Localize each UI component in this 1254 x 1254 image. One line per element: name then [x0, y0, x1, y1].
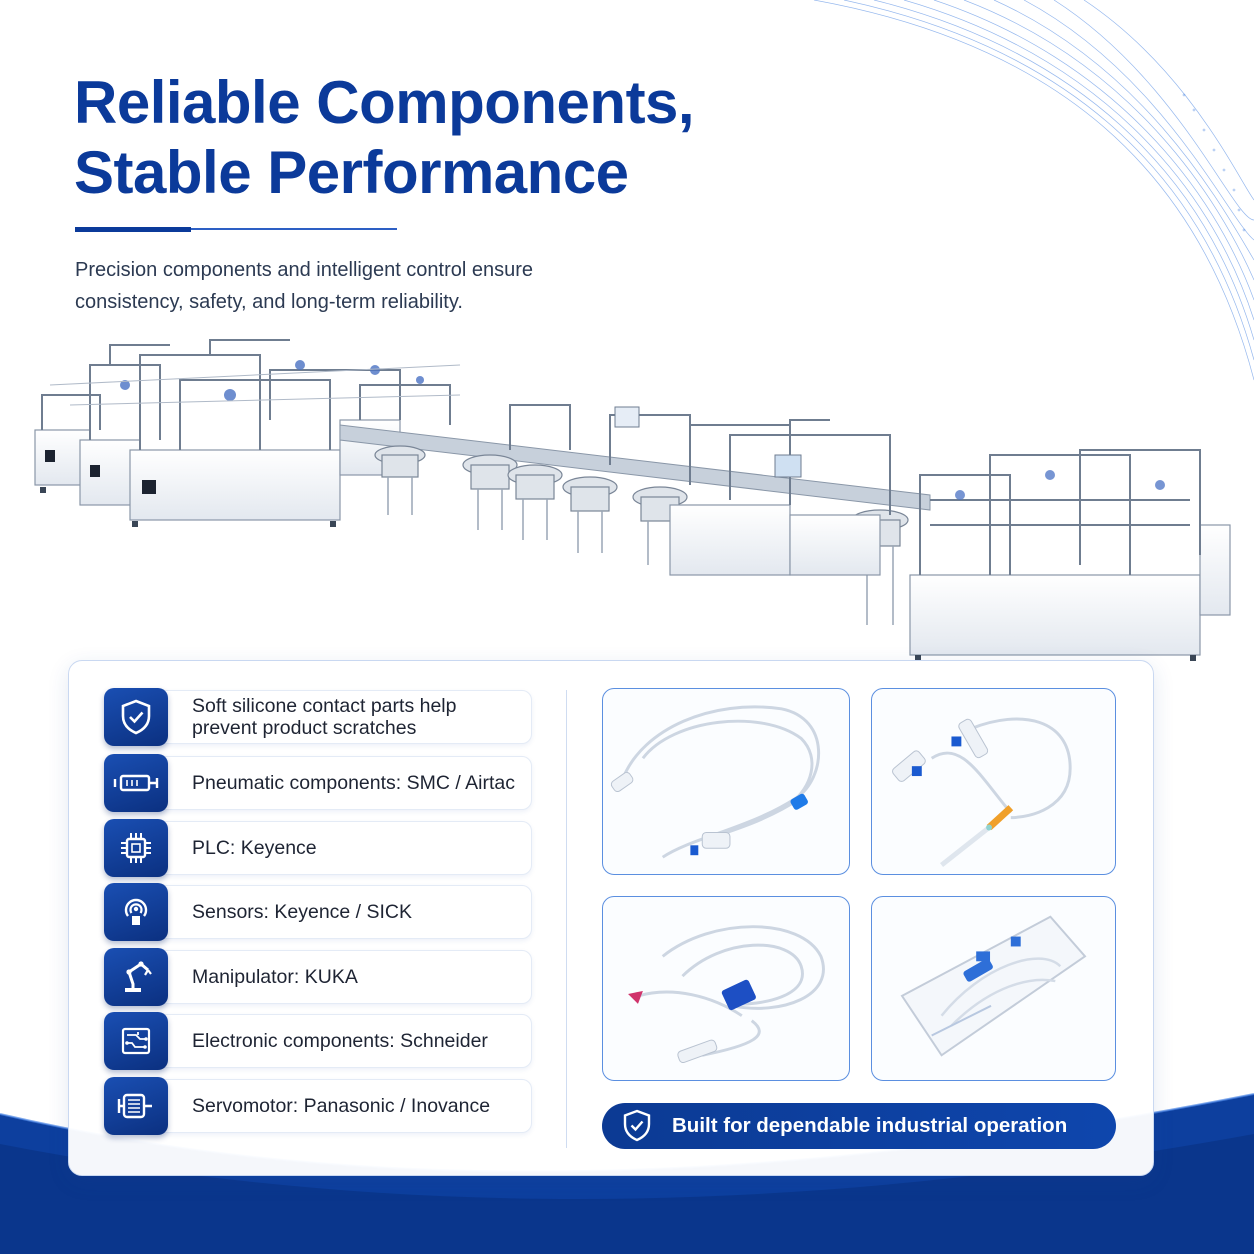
shield-check-icon	[104, 688, 168, 746]
title-underline	[75, 228, 397, 230]
feature-item-pneumatic: Pneumatic components: SMC / Airtac	[104, 754, 532, 812]
feature-label-line-1: Soft silicone contact parts help	[192, 695, 457, 717]
feature-label: Pneumatic components: SMC / Airtac	[192, 772, 515, 794]
feature-label: Sensors: Keyence / SICK	[192, 901, 413, 923]
packaged-infusion-set-image	[871, 896, 1116, 1081]
banner-label: Built for dependable industrial operatio…	[672, 1114, 1068, 1137]
robot-arm-icon	[104, 948, 168, 1006]
pneumatic-cylinder-icon	[104, 754, 168, 812]
feature-label: PLC: Keyence	[192, 837, 317, 859]
card-divider	[566, 690, 567, 1148]
feature-label: Servomotor: Panasonic / Inovance	[192, 1095, 491, 1117]
subtitle-line-2: consistency, safety, and long-term relia…	[75, 291, 463, 313]
feature-item-manipulator: Manipulator: KUKA	[104, 948, 532, 1006]
feature-pill	[144, 1014, 532, 1068]
feature-pill	[144, 885, 532, 939]
infusion-set-image	[602, 688, 850, 875]
chip-icon	[104, 819, 168, 877]
reliability-banner: Built for dependable industrial operatio…	[602, 1103, 1116, 1149]
feature-item-plc: PLC: Keyence	[104, 819, 532, 877]
feature-label: Manipulator: KUKA	[192, 966, 358, 988]
infusion-set-clamp-image	[602, 896, 850, 1081]
feature-pill	[144, 756, 532, 810]
decorative-wave-lines	[813, 0, 1254, 381]
feature-pill	[144, 821, 532, 875]
infusion-set-orange-image	[871, 688, 1116, 875]
sensor-icon	[104, 883, 168, 941]
page-subtitle: Precision components and intelligent con…	[75, 254, 635, 318]
feature-item-servomotor: Servomotor: Panasonic / Inovance	[104, 1077, 532, 1135]
title-underline-accent	[75, 227, 191, 232]
subtitle-line-1: Precision components and intelligent con…	[75, 259, 534, 281]
feature-pill	[144, 950, 532, 1004]
feature-item-electronic: Electronic components: Schneider	[104, 1012, 532, 1070]
feature-item-sensors: Sensors: Keyence / SICK	[104, 883, 532, 941]
servo-motor-icon	[104, 1077, 168, 1135]
page-title: Reliable Components, Stable Performance	[74, 68, 834, 208]
feature-pill	[144, 1079, 532, 1133]
title-line-1: Reliable Components,	[74, 69, 695, 136]
feature-pill	[144, 690, 532, 744]
title-line-2: Stable Performance	[74, 139, 629, 206]
feature-label: Electronic components: Schneider	[192, 1030, 488, 1052]
feature-label-line-2: prevent product scratches	[192, 717, 417, 739]
shield-check-icon	[620, 1108, 654, 1144]
circuit-board-icon	[104, 1012, 168, 1070]
production-line-image	[34, 339, 1231, 661]
